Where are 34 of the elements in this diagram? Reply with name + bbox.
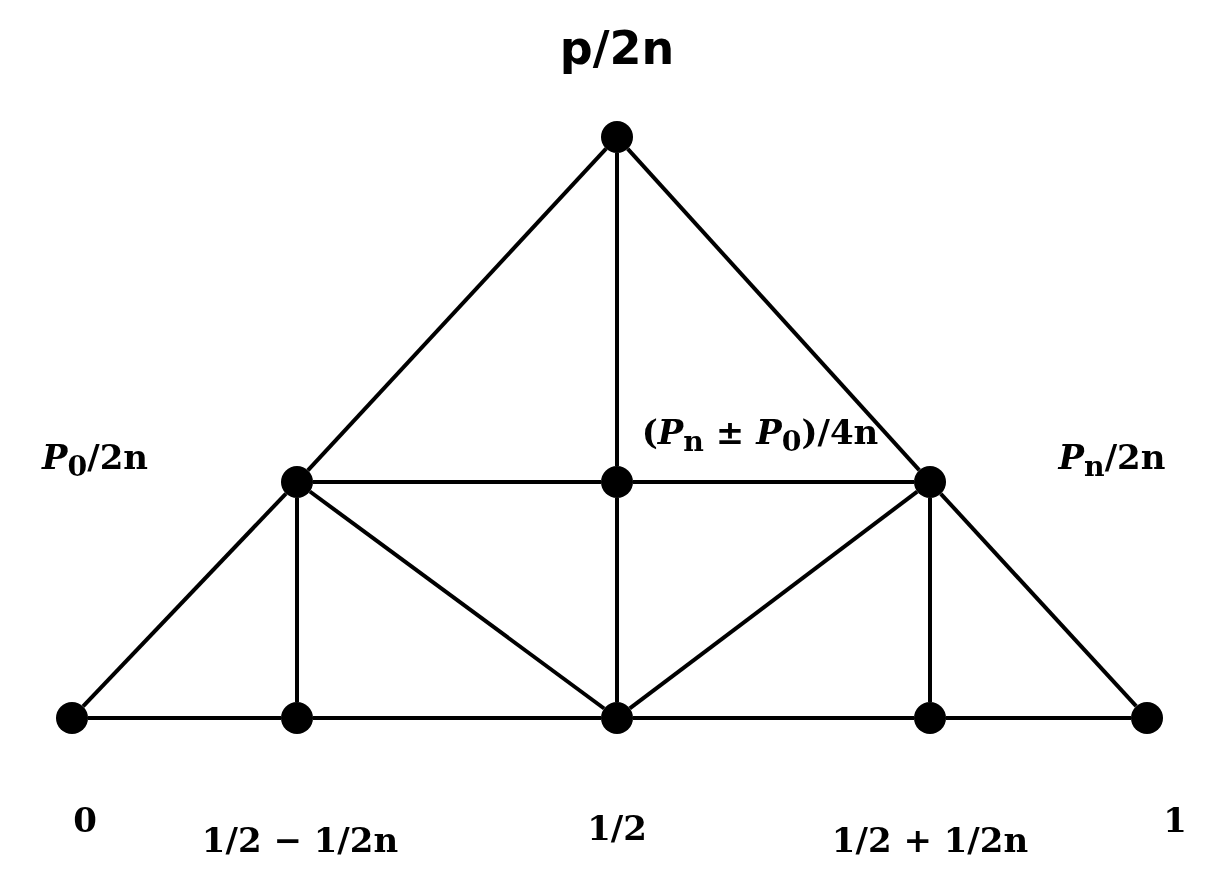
truss-line	[313, 716, 601, 720]
point-marker	[914, 702, 946, 734]
value-label: 1/2 + 1/2n	[831, 820, 1029, 860]
truss-line	[81, 492, 288, 708]
point-marker	[601, 466, 633, 498]
truss-line	[615, 498, 619, 702]
point-marker	[601, 121, 633, 153]
point-marker	[601, 702, 633, 734]
point-marker	[281, 466, 313, 498]
value-label: (P$_{n}$ ± P$_{0}$)/4n	[641, 411, 879, 459]
value-label: 1/2	[587, 808, 647, 848]
value-label: p/2n	[559, 21, 675, 75]
value-label: 0	[73, 800, 97, 840]
point-marker	[56, 702, 88, 734]
point-marker	[281, 702, 313, 734]
truss-line	[313, 480, 601, 484]
value-label: 1/2 − 1/2n	[201, 820, 399, 860]
value-label: 1	[1163, 800, 1187, 840]
truss-line	[306, 147, 608, 472]
truss-line	[626, 147, 921, 472]
point-marker	[914, 466, 946, 498]
value-label: P$_{n}$/2n	[1058, 436, 1166, 484]
value-label: P$_{0}$/2n	[41, 436, 149, 484]
truss-line	[628, 490, 919, 710]
truss-line	[928, 498, 932, 702]
truss-line	[946, 716, 1131, 720]
truss-line	[308, 489, 606, 711]
truss-line	[633, 716, 914, 720]
truss-line	[939, 492, 1138, 708]
point-marker	[1131, 702, 1163, 734]
truss-line	[295, 498, 299, 702]
truss-line	[88, 716, 281, 720]
truss-line	[633, 480, 914, 484]
truss-line	[615, 153, 619, 466]
